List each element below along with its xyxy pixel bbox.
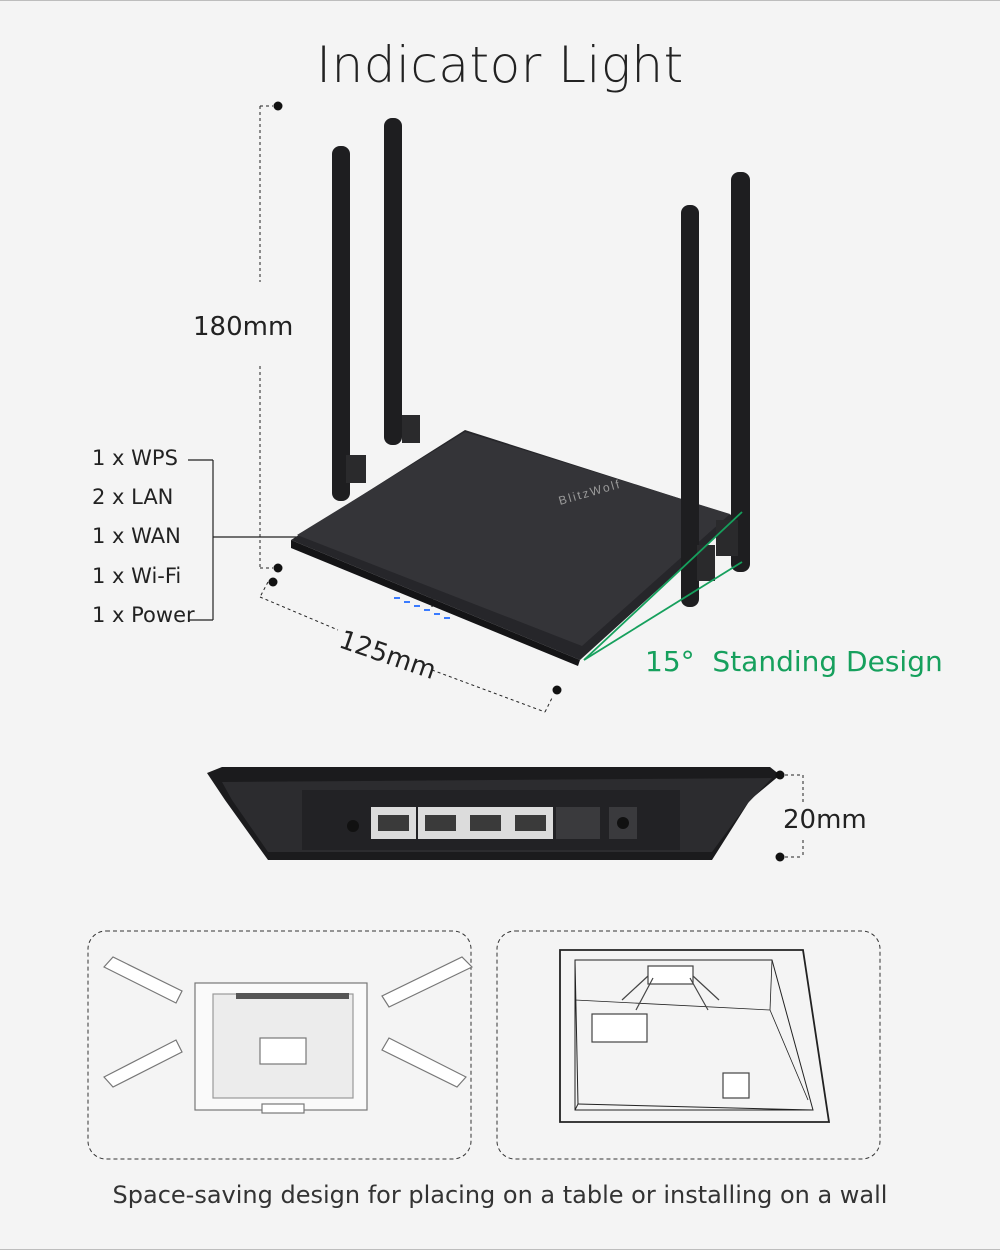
depth-label: 20mm	[783, 805, 867, 835]
lan-ports	[371, 807, 553, 839]
room-panel	[496, 930, 881, 1160]
wan-port	[556, 807, 600, 839]
wall-mount-panel	[87, 930, 474, 1160]
router-top-view: BlitzWolf	[291, 430, 738, 666]
port-wps: 1 x WPS	[92, 446, 178, 470]
port-lan: 2 x LAN	[92, 485, 174, 509]
caption: Space-saving design for placing on a tab…	[112, 1181, 888, 1209]
port-power: 1 x Power	[92, 603, 195, 627]
reset-button	[347, 820, 359, 832]
depth-dimension	[775, 770, 804, 862]
indicator-leds	[394, 597, 450, 619]
port-wifi: 1 x Wi-Fi	[92, 564, 182, 588]
standing-angle-lines	[583, 511, 743, 661]
router-back-view	[207, 767, 780, 860]
antennas	[332, 118, 750, 607]
height-label: 180mm	[193, 312, 294, 342]
port-wan: 1 x WAN	[92, 524, 181, 548]
height-dimension	[259, 101, 283, 573]
standing-design-label: 15° Standing Design	[645, 645, 943, 678]
width-dimension	[259, 577, 562, 713]
page-title: Indicator Light	[316, 36, 684, 94]
top-border	[0, 0, 1000, 1]
